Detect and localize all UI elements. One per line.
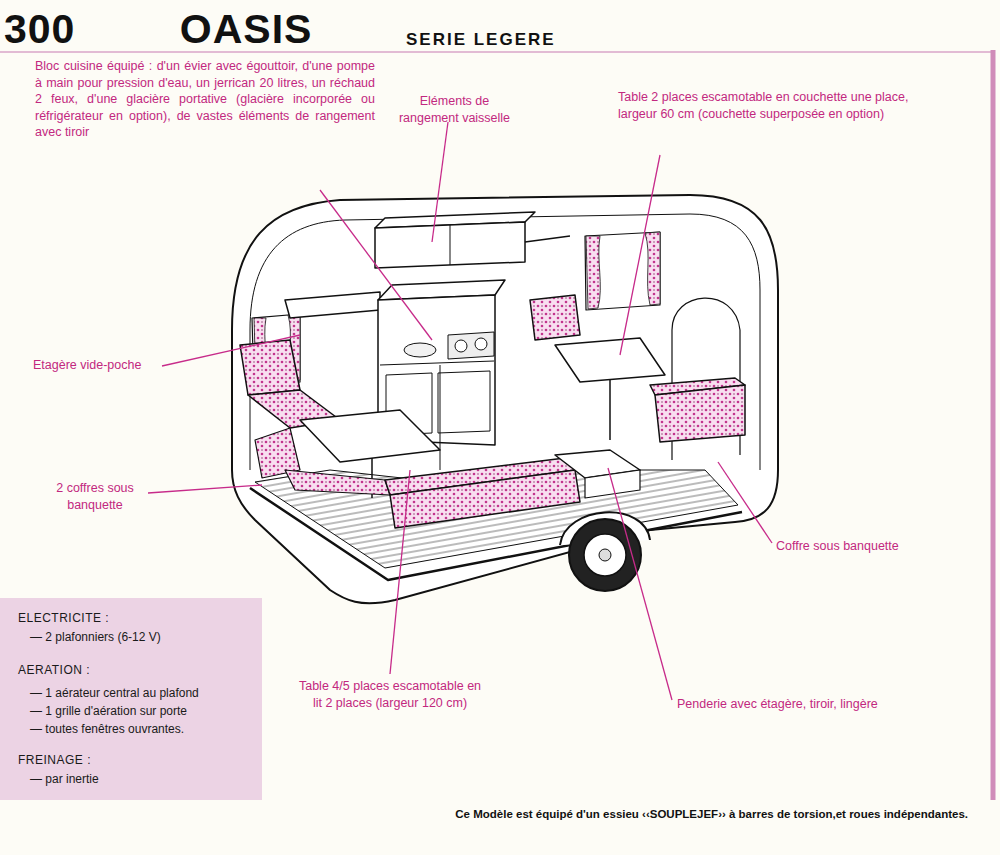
callout-label: Coffre sous banquette: [776, 538, 931, 555]
sink: [404, 343, 436, 357]
callout-label: Etagère vide-poche: [33, 357, 163, 374]
caravan-body: [232, 195, 778, 603]
window: [585, 232, 660, 310]
title-text: 300 OASIS: [4, 6, 312, 53]
wheel: [569, 519, 641, 591]
stove: [448, 332, 494, 359]
callout-label: Eléments de rangement vaisselle: [392, 93, 517, 126]
series-name: SERIE LEGERE: [402, 30, 560, 50]
info-panel: ELECTRICITE : — 2 plafonniers (6-12 V) AER…: [0, 598, 262, 800]
leader-line: [620, 155, 660, 355]
burner: [475, 338, 487, 350]
leader-line: [718, 462, 772, 543]
spec-line: — 2 plafonniers (6-12 V): [0, 629, 262, 646]
worktop: [380, 361, 494, 365]
spec-line: — 1 aérateur central au plafond: [0, 685, 262, 702]
page-frame: [0, 50, 993, 800]
spec-line: — par inertie: [0, 771, 262, 788]
shell: [232, 195, 778, 603]
cupboard: [375, 222, 525, 268]
wall-line: [440, 365, 441, 470]
backrest: [530, 295, 580, 340]
callout-label: Table 2 places escamotable en couchette …: [618, 89, 926, 122]
leader-line: [162, 335, 300, 366]
callout-label: Table 4/5 places escamotable en lit 2 pl…: [295, 678, 485, 711]
wheel-rim: [584, 534, 626, 576]
cupboard-door: [450, 225, 451, 265]
burner: [455, 340, 467, 352]
section-heading: AERATION :: [0, 662, 262, 679]
spec-line: — toutes fenêtres ouvrantes.: [0, 721, 262, 738]
callout-label: Penderie avec étagère, tiroir, lingère: [677, 696, 937, 713]
curtain: [645, 232, 660, 305]
frame-line: [991, 50, 996, 800]
back-wall: [250, 214, 760, 470]
table: [300, 410, 440, 462]
callout-label: Bloc cuisine équipé : d'un évier avec ég…: [35, 58, 375, 141]
backrest: [655, 385, 745, 442]
leader-line: [608, 468, 672, 700]
table-leg: [609, 380, 611, 440]
section-heading: ELECTRICITE :: [0, 610, 262, 627]
bench: [390, 470, 580, 528]
shelf: [285, 292, 380, 318]
cabinet-door: [438, 371, 490, 433]
leader-line: [148, 485, 262, 493]
backrest: [240, 340, 300, 395]
leader-line: [390, 470, 410, 674]
curtain: [586, 236, 600, 309]
leader-line: [320, 190, 432, 340]
floor: [255, 470, 738, 568]
caption-text: Ce Modèle est équipé d'un essieu ‹‹SOUPL…: [240, 808, 968, 820]
bench: [285, 470, 390, 495]
spec-line: — 1 grille d'aération sur porte: [0, 703, 262, 720]
leader-line: [432, 122, 448, 242]
rail: [525, 236, 570, 242]
table: [555, 338, 665, 382]
callout-label: 2 coffres sous banquette: [40, 480, 150, 513]
wheel-hub: [599, 549, 611, 561]
section-heading: FREINAGE :: [0, 752, 262, 769]
